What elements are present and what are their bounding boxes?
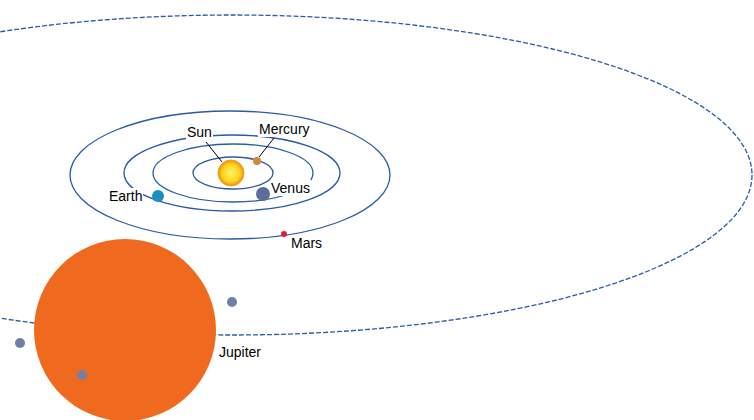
jupiter	[34, 239, 216, 420]
moon	[15, 338, 25, 348]
planet-label: Venus	[270, 180, 311, 196]
mercury	[253, 157, 261, 165]
mercury-orbit	[193, 157, 273, 189]
sun	[218, 160, 244, 186]
leader-line	[206, 142, 222, 162]
moon	[77, 370, 87, 380]
planet-label: Jupiter	[218, 344, 262, 360]
mars	[281, 231, 287, 237]
leader-line	[259, 138, 274, 157]
venus	[256, 187, 270, 201]
planet-label: Mercury	[258, 121, 311, 137]
planet-label: Mars	[290, 235, 323, 251]
earth	[152, 190, 164, 202]
venus-orbit	[153, 144, 313, 202]
planet-label: Sun	[186, 124, 213, 140]
planet-label: Earth	[108, 188, 143, 204]
mars-orbit	[70, 111, 390, 239]
moon	[227, 297, 237, 307]
earth-orbit	[124, 135, 340, 211]
